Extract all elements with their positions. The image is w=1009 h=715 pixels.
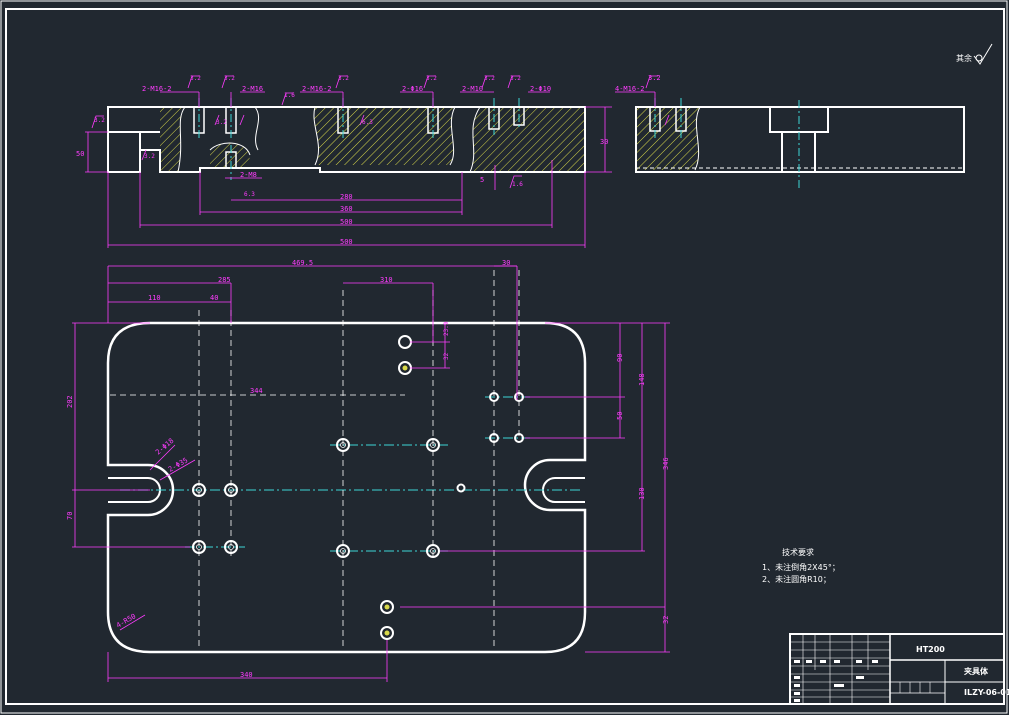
dim-plan-4695: 469.5 <box>292 259 313 267</box>
callout-front-1: 2-M16-2 <box>142 85 172 93</box>
inner-border <box>5 8 1005 705</box>
tech-req-item-1: 1、未注倒角2X45°； <box>762 562 840 572</box>
dim-plan-32a: 32 <box>443 352 450 360</box>
hatch-region-1 <box>160 107 185 172</box>
dim-plan-285: 285 <box>218 276 231 284</box>
dim-plan-30: 30 <box>502 259 510 267</box>
dim-plan-310: 310 <box>380 276 393 284</box>
title-block <box>789 633 1005 705</box>
roughness-note-label: 其余 <box>956 53 972 63</box>
tech-req-title: 技术要求 <box>782 547 814 557</box>
material-label: HT200 <box>916 645 945 654</box>
roughness-f-12: 6.3 <box>362 119 373 126</box>
roughness-s-1: 3.2 <box>648 74 661 82</box>
dim-plan-50: 50 <box>616 412 624 420</box>
dim-front-500a: 500 <box>340 218 353 226</box>
surface-roughness-note: 其余 <box>956 43 993 65</box>
dim-plan-32b: 32 <box>662 616 670 624</box>
dim-plan-148: 148 <box>638 373 646 386</box>
dim-plan-70: 70 <box>66 512 74 520</box>
dim-plan-239: 23.9 <box>443 321 450 336</box>
hatch-region-2 <box>313 107 455 165</box>
roughness-f-7: 1.6 <box>284 92 295 99</box>
callout-front-2: 2-M16 <box>242 85 263 93</box>
roughness-f-3: 3.2 <box>338 75 349 82</box>
dim-front-500b: 500 <box>340 238 353 246</box>
side-view: 4-M16-2 3.2 <box>615 74 965 190</box>
callout-front-4: 2-Φ16 <box>402 85 423 93</box>
dim-plan-40: 40 <box>210 294 218 302</box>
plan-view: 469.5 30 285 310 110 40 344 202 70 23.9 … <box>66 259 670 682</box>
drawing-number-label: ILZY-06-01 <box>964 688 1009 697</box>
roughness-f-13: 3.2 <box>216 119 227 126</box>
roughness-f-11: 6.3 <box>244 191 255 198</box>
dim-plan-202: 202 <box>66 395 74 408</box>
callout-front-5: 2-M10 <box>462 85 483 93</box>
front-section-view: 2-M16-2 2-M16 2-M16-2 2-Φ16 2-M10 2-Φ10 … <box>76 75 612 248</box>
roughness-f-9: 3.2 <box>94 117 105 124</box>
callout-plan-phi18: 2-Φ18 <box>154 437 175 457</box>
roughness-f-2: 3.2 <box>224 75 235 82</box>
tech-req-item-2: 2、未注圆角R10； <box>762 574 831 584</box>
callout-side-1: 4-M16-2 <box>615 85 645 93</box>
callout-front-3: 2-M16-2 <box>302 85 332 93</box>
roughness-f-6: 3.2 <box>510 75 521 82</box>
plan-outline <box>106 321 587 654</box>
roughness-f-5: 3.2 <box>484 75 495 82</box>
dim-plan-340: 340 <box>240 671 253 679</box>
hatch-region-3 <box>470 107 585 172</box>
dim-front-50: 50 <box>76 150 84 158</box>
callout-plan-phi35: 2-Φ35 <box>167 456 189 473</box>
dim-plan-110: 110 <box>148 294 161 302</box>
technical-requirements: 技术要求 1、未注倒角2X45°； 2、未注圆角R10； <box>762 547 840 584</box>
dim-plan-344: 344 <box>250 387 263 395</box>
roughness-f-10: 3.2 <box>144 153 155 160</box>
roughness-f-1: 3.2 <box>190 75 201 82</box>
part-name-label: 夹具体 <box>964 666 989 676</box>
dim-plan-90: 90 <box>616 354 624 362</box>
callout-plan-r50: 4-R50 <box>115 612 137 629</box>
dim-front-280: 280 <box>340 193 353 201</box>
dim-plan-346: 346 <box>662 457 670 470</box>
side-hatch <box>636 107 700 170</box>
dim-front-360: 360 <box>340 205 353 213</box>
callout-front-6: 2-Φ10 <box>530 85 551 93</box>
callout-front-7: 2-M8 <box>240 171 257 179</box>
roughness-f-4: 3.2 <box>426 75 437 82</box>
dim-front-5: 5 <box>480 176 484 184</box>
side-view-outline <box>635 106 965 173</box>
dim-plan-130: 130 <box>638 487 646 500</box>
hatch-region-4 <box>210 143 250 168</box>
dim-front-30: 30 <box>600 138 608 146</box>
roughness-f-8: 1.6 <box>512 181 523 188</box>
